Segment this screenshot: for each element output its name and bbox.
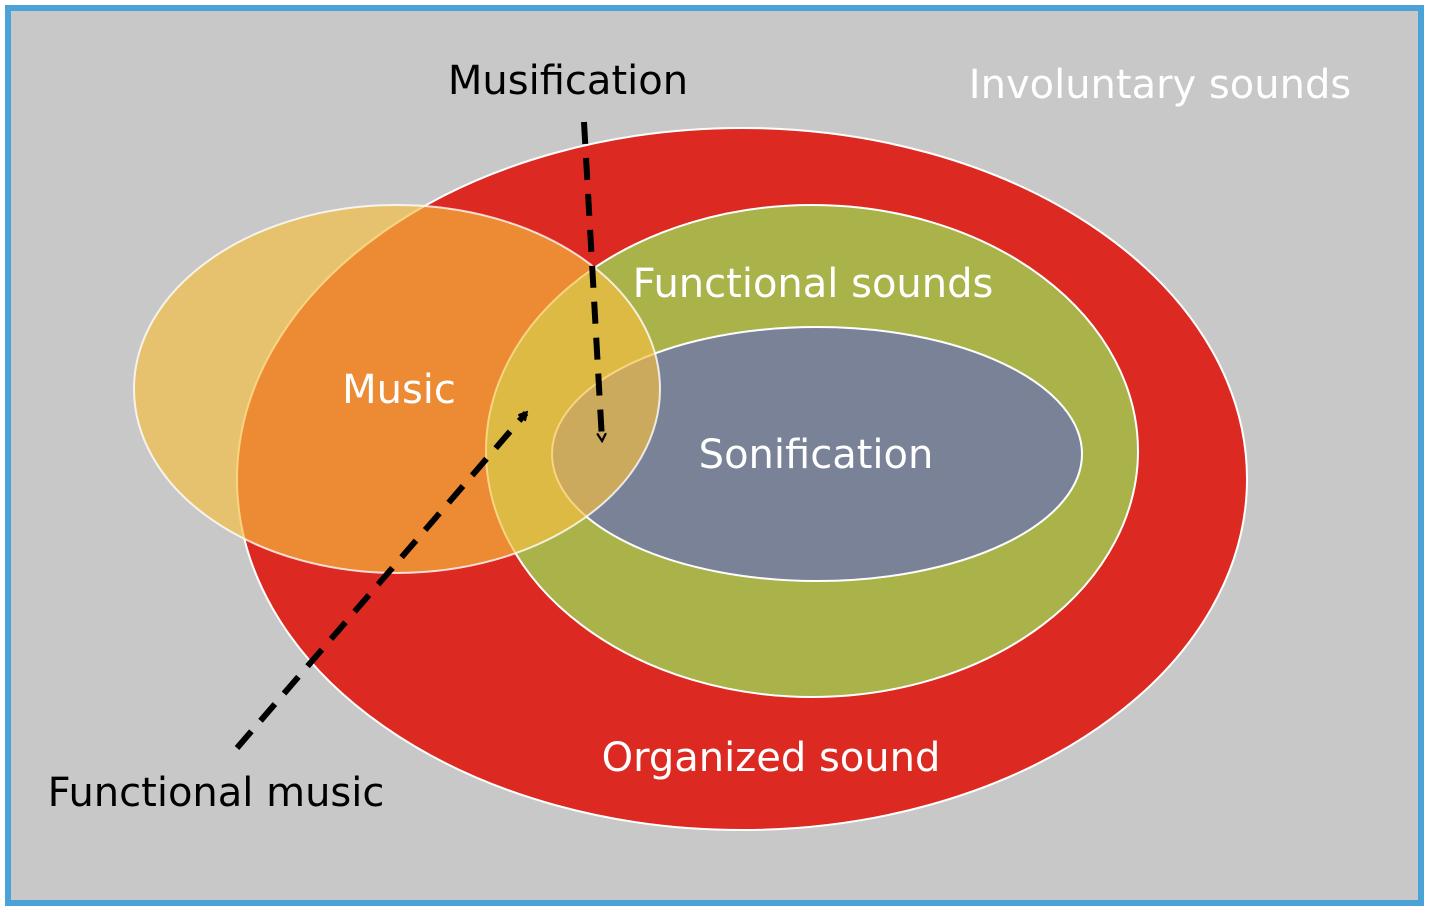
organized-sound-label: Organized sound	[602, 735, 941, 781]
functional-music-label: Functional music	[48, 770, 385, 816]
music-label: Music	[342, 367, 456, 413]
functional-music-arrow	[234, 413, 529, 750]
sonification-label: Sonification	[699, 432, 934, 478]
musification-arrow	[581, 121, 602, 440]
functional-sounds-label: Functional sounds	[633, 261, 994, 307]
involuntary-sounds-label: Involuntary sounds	[969, 62, 1351, 108]
music-ellipse	[133, 204, 661, 574]
musification-label: Musification	[448, 58, 688, 104]
